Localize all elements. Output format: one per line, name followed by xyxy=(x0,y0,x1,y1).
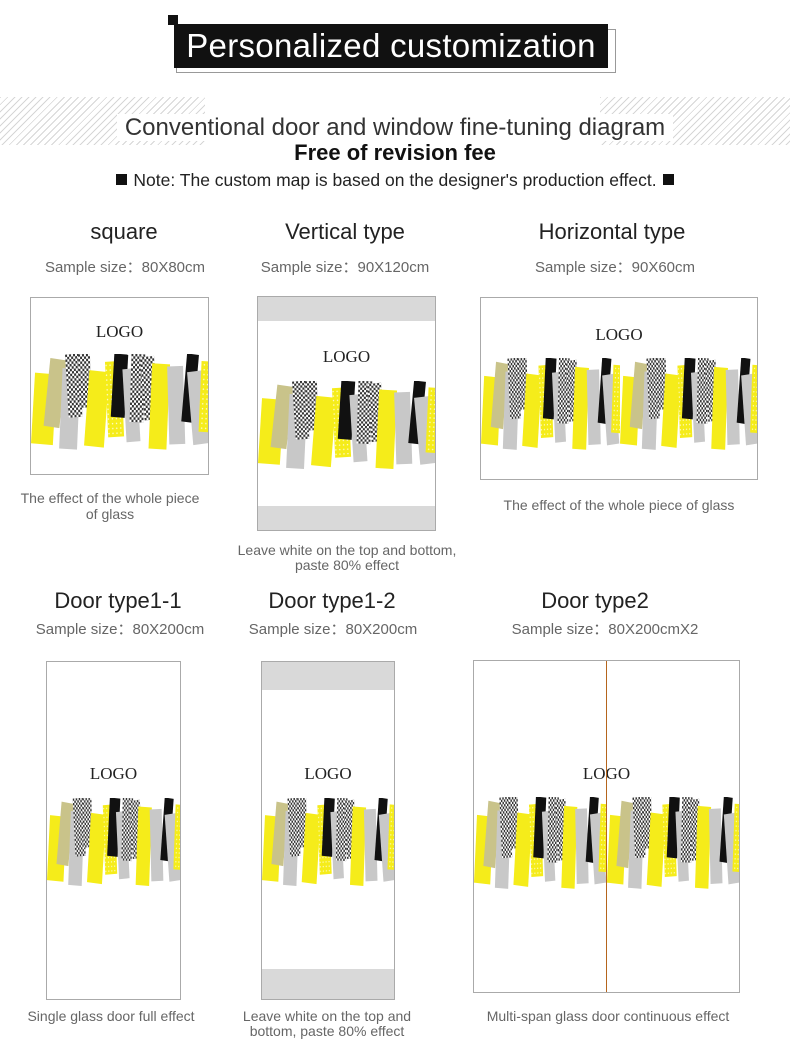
logo-text: LOGO xyxy=(595,325,643,344)
sample-size-vertical: Sample size：90X120cm xyxy=(260,259,430,276)
stripe-artwork xyxy=(262,798,394,886)
stripe-artwork xyxy=(47,798,180,886)
sample-title-horizontal: Horizontal type xyxy=(538,219,686,244)
stripe-artwork-right xyxy=(607,797,739,889)
caption-square: The effect of the whole piece of glass xyxy=(20,490,200,522)
caption-door1-1: Single glass door full effect xyxy=(27,1008,195,1024)
blank-band-top xyxy=(258,297,435,321)
sample-title-door2: Door type2 xyxy=(541,588,649,613)
subtitle: Conventional door and window fine-tuning… xyxy=(116,114,674,141)
door-split-line xyxy=(606,661,607,992)
sample-size-door2: Sample size：80X200cmX2 xyxy=(511,621,699,638)
sample-size-door1-1: Sample size：80X200cm xyxy=(35,621,205,638)
logo-text: LOGO xyxy=(89,764,138,783)
subtitle-wrapper: Conventional door and window fine-tuning… xyxy=(0,114,790,142)
logo-text: LOGO xyxy=(95,322,144,341)
stripe-artwork-left xyxy=(481,358,620,450)
note-line: Note: The custom map is based on the des… xyxy=(0,170,790,191)
stripe-artwork xyxy=(31,354,208,450)
caption-horizontal: The effect of the whole piece of glass xyxy=(503,497,735,513)
caption-vertical-line1: Leave white on the top and bottom, xyxy=(237,542,457,558)
sample-title-square: square xyxy=(90,219,158,244)
logo-text: LOGO xyxy=(304,764,352,783)
note-text: Note: The custom map is based on the des… xyxy=(133,170,657,190)
logo-text: LOGO xyxy=(322,347,371,366)
caption-door2: Multi-span glass door continuous effect xyxy=(486,1008,730,1024)
stripe-artwork-left xyxy=(474,797,607,889)
glass-sample-door1-1: LOGO xyxy=(46,661,181,1000)
sample-title-door1-1: Door type1-1 xyxy=(54,588,182,613)
sample-title-vertical: Vertical type xyxy=(285,219,405,244)
caption-door1-2-line2: bottom, paste 80% effect xyxy=(249,1023,405,1039)
blank-band-bottom xyxy=(258,506,435,530)
blank-band-bottom xyxy=(262,969,394,999)
sample-title-door1-2: Door type1-2 xyxy=(268,588,396,613)
stripe-artwork-right xyxy=(620,358,757,450)
sample-size-door1-2: Sample size：80X200cm xyxy=(248,621,418,638)
blank-band-top xyxy=(262,662,394,690)
glass-sample-horizontal: LOGO xyxy=(480,297,758,480)
glass-sample-door2: LOGO xyxy=(473,660,740,993)
page-title: Personalized customization xyxy=(174,24,608,68)
glass-sample-square: LOGO xyxy=(30,297,209,475)
bullet-square-icon xyxy=(662,173,674,185)
free-revision-line: Free of revision fee xyxy=(294,140,496,165)
glass-sample-vertical: LOGO xyxy=(257,296,436,531)
stripe-artwork xyxy=(258,381,435,469)
sample-size-square: Sample size：80X80cm xyxy=(44,259,206,276)
caption-vertical-line2: paste 80% effect xyxy=(294,557,400,573)
caption-door1-2-line1: Leave white on the top and xyxy=(242,1008,412,1024)
header-accent-square xyxy=(168,15,178,25)
glass-sample-door1-2: LOGO xyxy=(261,661,395,1000)
bullet-square-icon xyxy=(116,173,128,185)
sample-size-horizontal: Sample size：90X60cm xyxy=(534,259,696,276)
